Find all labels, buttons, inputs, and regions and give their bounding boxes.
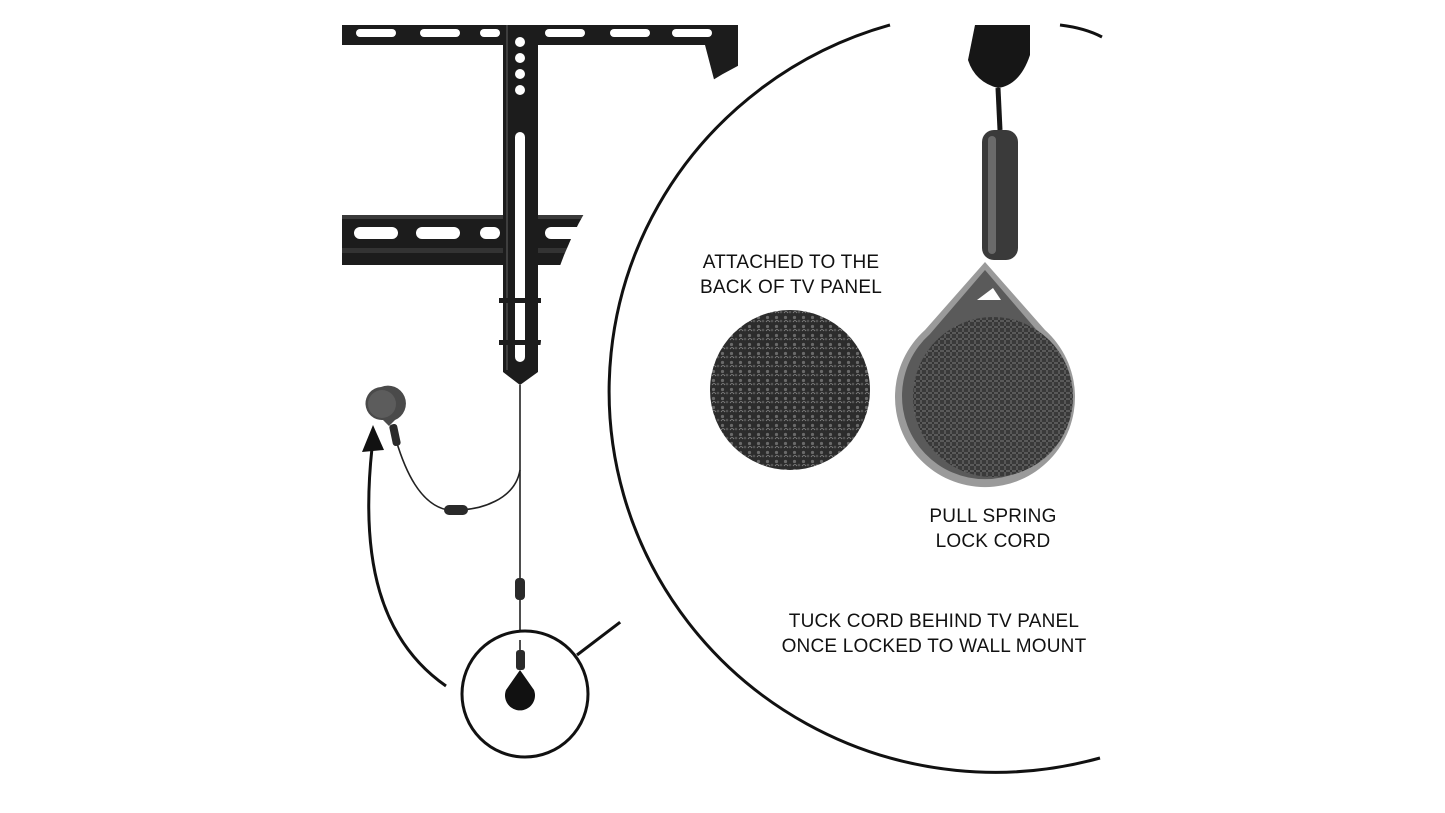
attached-label: ATTACHED TO THE BACK OF TV PANEL <box>691 250 891 300</box>
pull-label-line1: PULL SPRING <box>929 506 1057 527</box>
tv-wall-mount-bracket <box>342 25 738 385</box>
tuck-label: TUCK CORD BEHIND TV PANEL ONCE LOCKED TO… <box>774 609 1094 659</box>
pull-cord-assembly <box>395 385 521 655</box>
loop-tag-small-icon <box>365 385 406 426</box>
cord-sleeve <box>982 130 1018 260</box>
velcro-loop-tag-icon <box>895 262 1075 488</box>
pull-label: PULL SPRING LOCK CORD <box>903 504 1083 554</box>
curved-arrow <box>362 425 447 688</box>
tuck-label-line1: TUCK CORD BEHIND TV PANEL <box>788 611 1080 632</box>
attached-label-line1: ATTACHED TO THE <box>702 252 880 273</box>
velcro-hook-patch-icon <box>710 310 870 470</box>
tuck-label-line2: ONCE LOCKED TO WALL MOUNT <box>781 636 1087 657</box>
loop-tag-icon <box>505 670 535 711</box>
detail-circle-large <box>537 23 1103 774</box>
detail-circle-small <box>460 629 590 759</box>
pull-label-line2: LOCK CORD <box>935 531 1051 552</box>
attached-label-line2: BACK OF TV PANEL <box>700 277 882 298</box>
